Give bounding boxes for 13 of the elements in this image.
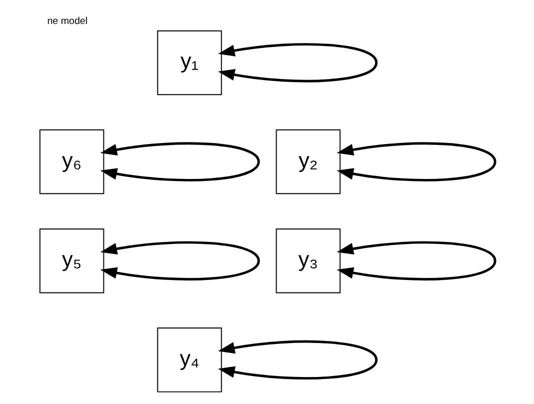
node-box: y₂	[275, 129, 340, 194]
diagram-title: ne model	[46, 16, 88, 27]
arrow	[218, 43, 378, 82]
node-box: y₅	[38, 228, 104, 294]
node-box: y₁	[156, 30, 222, 96]
node-box: y₆	[38, 129, 104, 194]
arrow	[100, 142, 260, 182]
arrow	[336, 142, 496, 182]
node-box: y₃	[275, 228, 340, 294]
arrow	[218, 340, 378, 380]
arrow	[100, 241, 260, 280]
arrow	[336, 241, 496, 280]
node-box: y₄	[156, 328, 222, 392]
